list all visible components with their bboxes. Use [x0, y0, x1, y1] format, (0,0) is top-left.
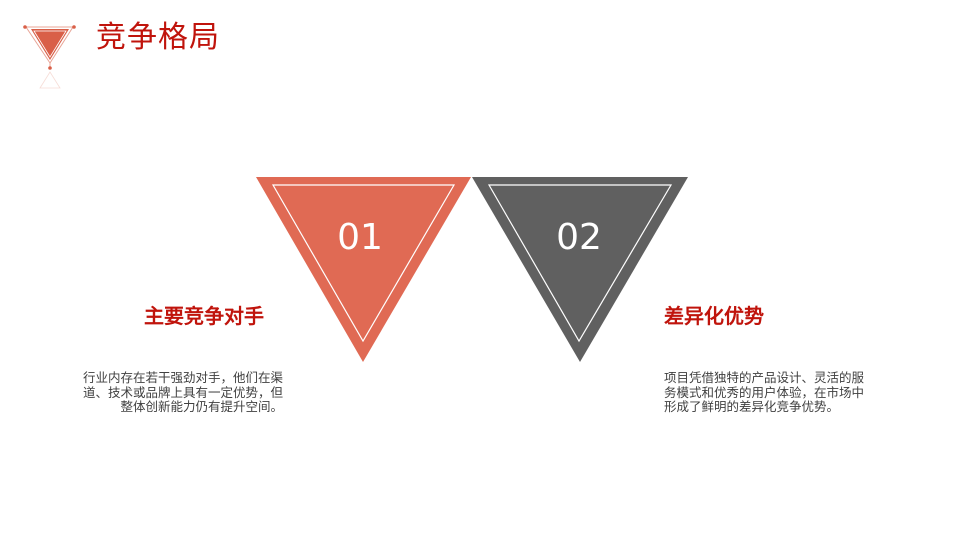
section-heading-differentiation: 差异化优势: [664, 304, 764, 328]
inverted-triangle-logo-icon: [23, 25, 76, 89]
section-heading-competitors: 主要竞争对手: [144, 304, 264, 328]
page-title: 竞争格局: [96, 20, 220, 55]
section-body-competitors: 行业内存在若干强劲对手，他们在渠道、技术或品牌上具有一定优势，但整体创新能力仍有…: [82, 370, 283, 414]
section-body-differentiation: 项目凭借独特的产品设计、灵活的服务模式和优秀的用户体验，在市场中形成了鲜明的差异…: [664, 370, 865, 414]
triangle-02-icon: [472, 177, 688, 362]
triangle-01-icon: [256, 177, 471, 362]
item-number-02: 02: [556, 217, 602, 258]
item-number-01: 01: [337, 217, 383, 258]
